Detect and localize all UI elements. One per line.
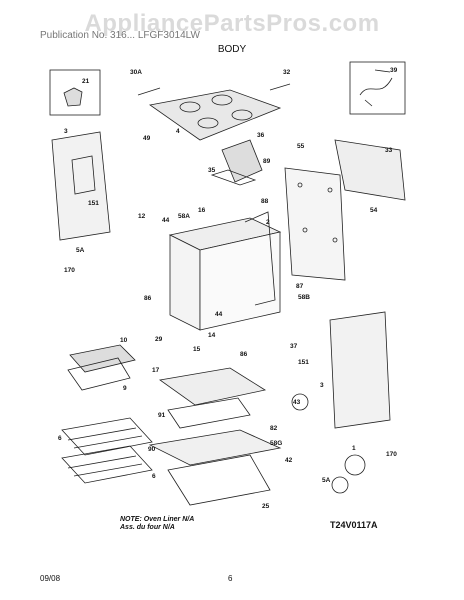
footnote: NOTE: Oven Liner N/A Ass. du four N/A [120, 516, 194, 532]
part-30a-32-hardware [137, 83, 291, 96]
part-21-inset [49, 69, 101, 116]
part-35-vent-tray [210, 169, 257, 186]
part-1-leg-leveler [344, 454, 366, 476]
part-3-panel-bracket [71, 155, 96, 195]
part-2-insulation [244, 211, 276, 306]
callout: 14 [208, 332, 216, 339]
callout: 82 [270, 425, 278, 432]
callout: 32 [283, 69, 291, 76]
figure-code: T24V0117A [330, 520, 378, 530]
callout: 6 [152, 473, 156, 480]
callout: 2 [266, 219, 270, 226]
footnote-line-2: Ass. du four N/A [120, 524, 175, 531]
callout: 91 [158, 412, 166, 419]
callout: 6 [58, 435, 62, 442]
callout: 55 [297, 143, 305, 150]
callout: 86 [240, 351, 248, 358]
part-6-oven-rack-upper [61, 417, 153, 456]
callout: 33 [385, 147, 393, 154]
callout: 25 [262, 503, 270, 510]
publication-info: Publication No. 316... LFGF3014LW [40, 30, 200, 41]
watermark-logo: AppliancePartsPros.com [84, 10, 380, 37]
callout: 30A [130, 69, 142, 76]
callout: 87 [296, 283, 304, 290]
callout: 35 [208, 167, 216, 174]
callout: 49 [143, 135, 151, 142]
part-33-back-cover [334, 139, 406, 201]
part-3-side-panel-left [51, 131, 111, 241]
callout-labels: 21 3 151 30A 4 49 32 39 36 35 89 88 55 3… [58, 67, 398, 510]
callout: 151 [88, 200, 99, 207]
part-55-back-panel [284, 167, 346, 281]
callout: 21 [82, 78, 90, 85]
part-6-oven-rack-lower [61, 445, 153, 484]
part-36-vent-duct [221, 139, 263, 183]
callout: 37 [290, 343, 298, 350]
part-21-bracket [63, 87, 83, 107]
part-5a-leg-bracket [331, 476, 349, 494]
footer-page-number: 6 [228, 574, 233, 583]
callout: 58A [178, 213, 190, 220]
part-39-harness [359, 69, 393, 107]
callout: 54 [370, 207, 378, 214]
callout: 36 [257, 132, 265, 139]
part-4-cooktop [148, 89, 282, 141]
part-10-broiler-insert [69, 344, 136, 373]
callout: 3 [64, 128, 68, 135]
part-42-drawer [148, 429, 282, 466]
callout: 43 [293, 399, 301, 406]
section-title: BODY [217, 44, 247, 55]
part-43-screw [291, 393, 309, 411]
part-3-side-panel-right [329, 311, 391, 429]
callout: 89 [263, 158, 271, 165]
part-25-drawer-liner [167, 454, 271, 506]
callout: 58G [270, 440, 282, 447]
callout: 9 [123, 385, 127, 392]
callout: 5A [322, 477, 331, 484]
exploded-parts-diagram: 21 3 151 30A 4 49 32 39 36 35 89 88 55 3… [49, 61, 406, 510]
callout: 44 [162, 217, 170, 224]
callout: 170 [64, 267, 75, 274]
footnote-line-1: NOTE: Oven Liner N/A [120, 516, 195, 523]
callout: 17 [152, 367, 160, 374]
callout: 29 [155, 336, 163, 343]
callout: 42 [285, 457, 293, 464]
callout: 39 [390, 67, 398, 74]
part-82-drawer-front [167, 397, 251, 429]
oven-left-wall [169, 234, 201, 331]
callout: 1 [352, 445, 356, 452]
oven-front [199, 231, 281, 331]
callout: 170 [386, 451, 397, 458]
callout: 44 [215, 311, 223, 318]
callout: 16 [198, 207, 206, 214]
callout: 15 [193, 346, 201, 353]
callout: 5A [76, 247, 85, 254]
callout: 10 [120, 337, 128, 344]
callout: 4 [176, 128, 180, 135]
part-9-broiler-pan [67, 357, 131, 391]
part-oven-bottom [158, 367, 267, 406]
callout: 90 [148, 446, 156, 453]
callout: 86 [144, 295, 152, 302]
footer-date: 09/08 [40, 574, 61, 583]
part-39-inset [349, 61, 406, 115]
callout: 3 [320, 382, 324, 389]
callout: 58B [298, 294, 310, 301]
callout: 12 [138, 213, 146, 220]
callout: 88 [261, 198, 269, 205]
callout: 151 [298, 359, 309, 366]
